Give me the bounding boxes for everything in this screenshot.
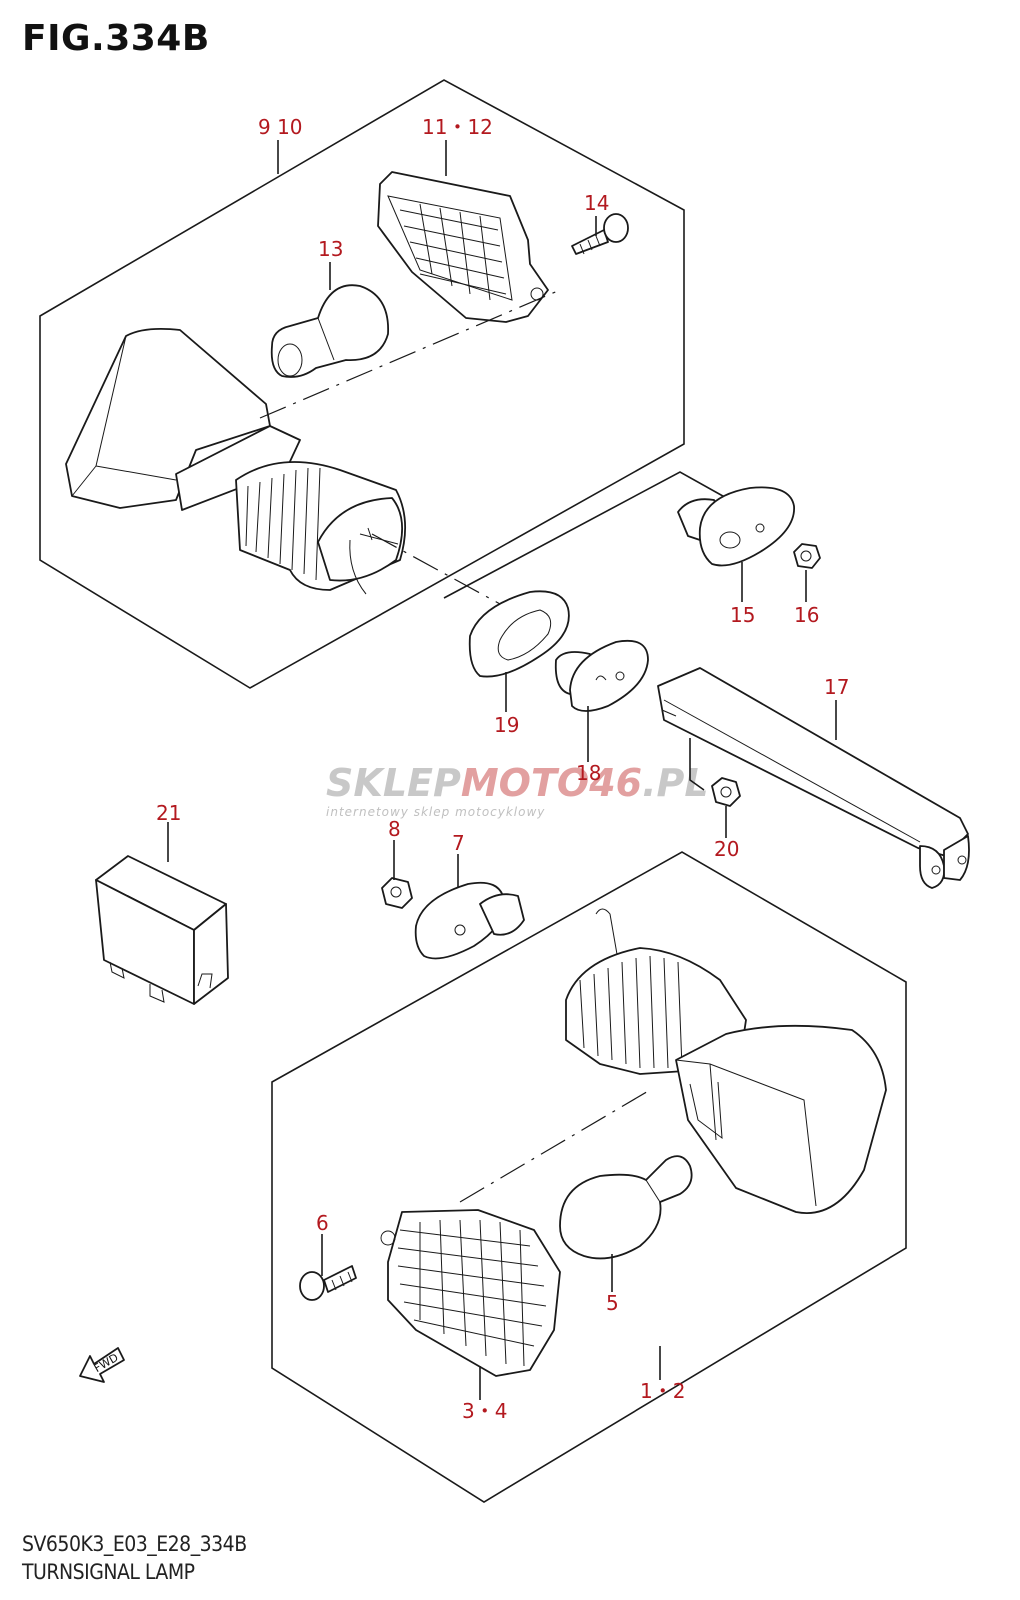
callout-18: 18 [576,761,601,785]
callout-labels: 9 10 11・12 13 14 15 16 17 19 18 20 21 8 … [156,115,849,1423]
part-20-nut [711,777,741,807]
part-17-leader-drop [689,738,705,791]
upper-bulb [270,284,389,378]
watermark: SKLEPMOTO46.PL internetowy sklep motocyk… [326,761,709,819]
callout-5: 5 [606,1291,619,1315]
callout-13: 13 [318,237,343,261]
figure-name: TURNSIGNAL LAMP [22,1560,195,1584]
part-7-grommet [414,881,525,960]
part-18-grommet [554,639,649,712]
callout-9-10: 9 10 [258,115,303,139]
figure-title: FIG.334B [22,18,210,59]
part-16-nut [793,543,821,569]
callout-20: 20 [714,837,739,861]
callout-11-12: 11・12 [422,115,493,139]
part-15-grommet [677,486,795,567]
upper-lens [377,171,549,323]
bracket-assembly-frame [443,471,731,599]
watermark-brand-b: MOTO [461,761,589,805]
lower-bulb [559,1155,693,1260]
watermark-tagline: internetowy sklep motocyklowy [326,805,545,819]
callout-15: 15 [730,603,755,627]
lower-turnsignal-assembly [271,851,907,1503]
lower-assembly-frame [271,851,907,1503]
lower-lens [380,1209,561,1377]
callout-7: 7 [452,831,465,855]
callout-1-2: 1・2 [640,1379,685,1403]
watermark-brand-a: SKLEP [326,761,461,805]
upper-assembly-frame [39,79,685,689]
part-17-bracket [657,667,970,889]
part-8-nut [381,877,413,909]
lower-screw [299,1265,357,1301]
callout-6: 6 [316,1211,329,1235]
watermark-brand-d: .PL [642,761,709,805]
callout-16: 16 [794,603,819,627]
upper-screw [571,213,629,255]
callout-14: 14 [584,191,609,215]
upper-turnsignal-assembly [39,79,685,689]
fwd-arrow-icon: FWD [79,1347,125,1383]
part-19-grommet [468,590,570,678]
upper-housing [65,327,407,595]
callout-21: 21 [156,801,181,825]
callout-19: 19 [494,713,519,737]
callout-3-4: 3・4 [462,1399,507,1423]
svg-text:SKLEPMOTO46.PL: SKLEPMOTO46.PL [326,761,709,805]
model-code: SV650K3_E03_E28_334B [22,1532,247,1556]
part-21-relay [95,855,229,1005]
callout-8: 8 [388,817,401,841]
lower-housing [565,908,887,1214]
watermark-brand-c: 46 [588,761,642,805]
leader-lines [167,140,837,1400]
callout-17: 17 [824,675,849,699]
